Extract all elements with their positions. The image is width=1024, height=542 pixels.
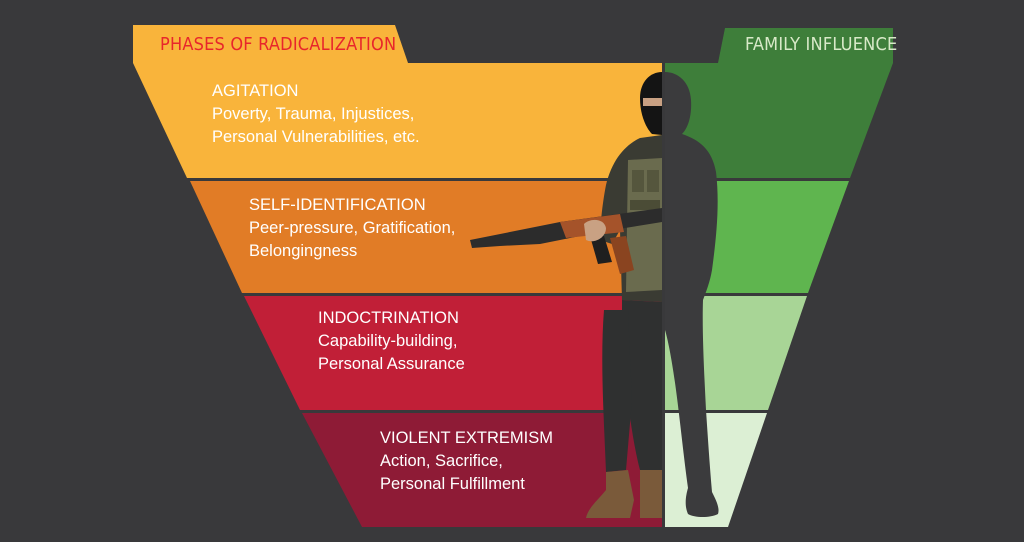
phase-band-self-identification [190,181,662,293]
phase-line: Personal Assurance [318,355,465,373]
phase-line: Poverty, Trauma, Injustices, [212,105,415,123]
phase-line: Personal Vulnerabilities, etc. [212,128,420,146]
phase-line: Capability-building, [318,332,458,350]
phase-line: Belongingness [249,242,358,260]
silhouette-figure [665,72,719,517]
phase-line: Peer-pressure, Gratification, [249,219,456,237]
phase-line: Personal Fulfillment [380,475,525,493]
phase-indoctrination: INDOCTRINATION Capability-building, Pers… [318,307,465,376]
phase-band-indoctrination [244,296,662,410]
family-band-1 [665,63,893,178]
phase-title: VIOLENT EXTREMISM [380,429,553,447]
phase-title: SELF-IDENTIFICATION [249,196,426,214]
family-influence-header: FAMILY INFLUENCE [745,34,898,55]
left-header-tab [133,25,408,63]
phase-line: Action, Sacrifice, [380,452,503,470]
phase-violent-extremism: VIOLENT EXTREMISM Action, Sacrifice, Per… [380,427,553,496]
phase-title: INDOCTRINATION [318,309,459,327]
phases-header: PHASES OF RADICALIZATION [160,34,397,55]
phase-band-agitation [133,63,662,178]
phase-title: AGITATION [212,82,299,100]
phase-agitation: AGITATION Poverty, Trauma, Injustices, P… [212,80,420,149]
phase-band-violent-extremism [302,413,662,527]
right-header-tab [718,28,893,63]
phase-self-identification: SELF-IDENTIFICATION Peer-pressure, Grati… [249,194,455,263]
soldier-figure [470,72,662,518]
